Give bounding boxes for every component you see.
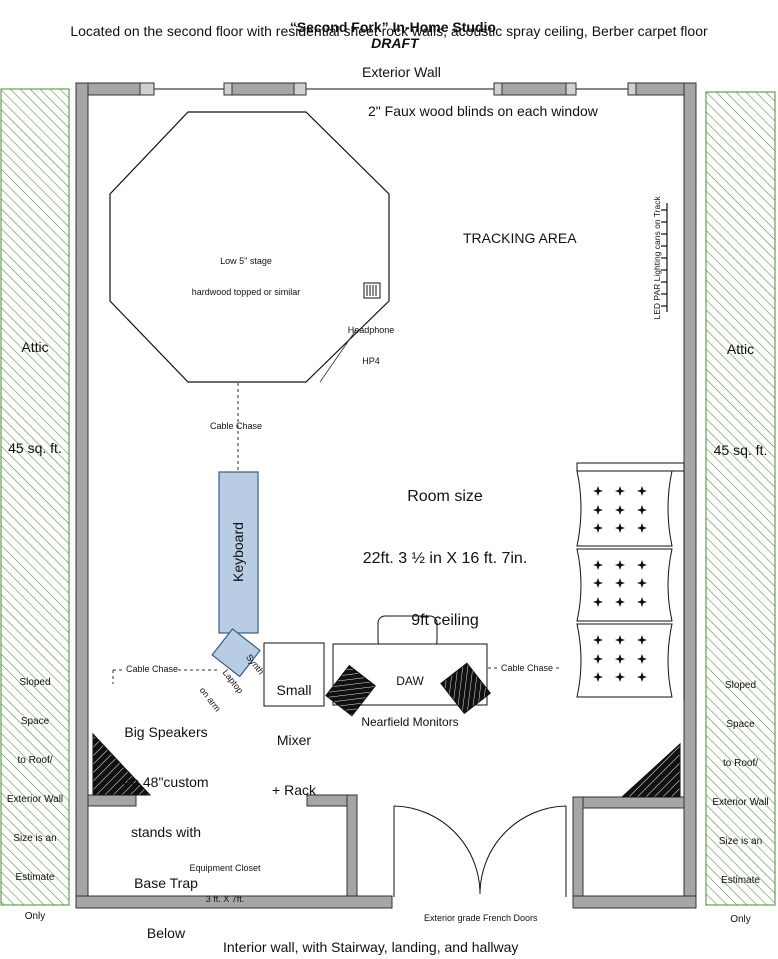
attic-left-line1: Attic: [21, 339, 49, 356]
mixer-label-line1: Small: [276, 681, 312, 698]
attic-left-line2: 45 sq. ft.: [8, 439, 62, 456]
closet-label: Equipment Closet 3 ft. X 7ft.: [150, 842, 300, 914]
led-lighting-label: LED PAR Lighting cans on Track: [652, 196, 663, 320]
headphone-label-line1: Headphone: [347, 324, 395, 335]
attic-right-line2: 45 sq. ft.: [713, 441, 768, 458]
monitor-right: [440, 662, 492, 715]
sloped-right-label: Sloped Space to Roof/ Exterior Wall Size…: [706, 653, 775, 939]
sloped-left-line: Estimate: [15, 872, 55, 883]
sloped-left-line: Only: [24, 911, 46, 922]
cable-chase-label-left: Cable Chase: [126, 664, 179, 674]
attic-right-line1: Attic: [726, 341, 755, 358]
stage-label: Low 5" stage hardwood topped or similar: [160, 235, 332, 307]
tracking-area-label: TRACKING AREA: [463, 230, 577, 246]
french-doors-label: Exterior grade French Doors: [424, 913, 538, 923]
sloped-left-line: Space: [20, 716, 50, 727]
attic-right-panel: [705, 91, 776, 906]
sloped-right-line: Exterior Wall: [712, 797, 769, 808]
sloped-right-line: Sloped: [724, 680, 757, 691]
attic-left-label: Attic 45 sq. ft.: [1, 264, 69, 499]
page-subtitle: Located on the second floor with residen…: [70, 23, 708, 39]
room-walls: [75, 82, 697, 909]
daw-label-line2: Nearfield Monitors: [361, 714, 459, 729]
attic-left-panel: [0, 88, 70, 906]
speakers-label-line4: Base Trap: [134, 874, 198, 891]
page-title: “Second Fork” In-Home Studio DRAFT: [0, 3, 778, 51]
sloped-right-line: Size is an: [718, 836, 763, 847]
speakers-label-line3: stands with: [130, 824, 202, 841]
led-light-track: [661, 203, 668, 312]
room-size-label: Room size 22ft. 3 ½ in X 16 ft. 7in. 9ft…: [330, 445, 560, 653]
sloped-left-line: to Roof/: [17, 755, 53, 766]
synth-laptop-rect: [211, 628, 261, 678]
exterior-windows: [139, 82, 637, 96]
room-size-line3: 9ft ceiling: [411, 612, 479, 630]
mixer-label: Small Mixer + Rack: [264, 648, 324, 816]
speakers-label-line2: on 48"custom: [123, 773, 209, 790]
acoustic-panels: [576, 462, 685, 700]
stage-label-line1: Low 5" stage: [220, 255, 272, 266]
stage-octagon: [109, 111, 390, 383]
cable-chase-label-top: Cable Chase: [210, 421, 263, 431]
mixer-label-line2: Mixer: [276, 731, 312, 748]
keyboard-rect: [218, 471, 259, 634]
sloped-right-line: to Roof/: [722, 758, 759, 769]
headphone-label: Headphone HP4: [338, 304, 404, 376]
interior-wall-label: Interior wall, with Stairway, landing, a…: [223, 939, 519, 955]
daw-label: DAW Nearfield Monitors: [335, 647, 485, 744]
sloped-left-line: Size is an: [13, 833, 57, 844]
bass-trap-right: [620, 742, 681, 798]
sloped-right-line: Estimate: [721, 875, 760, 886]
sloped-left-line: Exterior Wall: [6, 794, 64, 805]
blinds-label: 2" Faux wood blinds on each window: [368, 103, 598, 119]
sloped-right-line: Space: [726, 719, 755, 730]
title-draft: DRAFT: [371, 35, 419, 52]
closet-label-line2: 3 ft. X 7ft.: [205, 893, 245, 904]
keyboard-label: Keyboard: [229, 522, 246, 583]
speakers-label: Big Speakers on 48"custom stands with Ba…: [104, 690, 228, 959]
mixer-box: [263, 642, 325, 707]
speakers-label-line5: Below: [146, 925, 186, 942]
attic-right-label: Attic 45 sq. ft.: [706, 266, 775, 501]
cable-chase-label-right: Cable Chase: [501, 663, 554, 673]
sloped-left-label: Sloped Space to Roof/ Exterior Wall Size…: [1, 650, 69, 936]
headphone-label-line2: HP4: [362, 355, 380, 366]
headphone-amp-icon: [363, 282, 381, 299]
speakers-label-line1: Big Speakers: [124, 723, 208, 740]
closet-label-line1: Equipment Closet: [189, 862, 261, 873]
mixer-label-line3: + Rack: [272, 782, 316, 799]
room-size-line2: 22ft. 3 ½ in X 16 ft. 7in.: [362, 549, 528, 567]
title-main: “Second Fork” In-Home Studio: [289, 19, 496, 36]
exterior-wall-label: Exterior Wall: [362, 64, 441, 80]
stage-label-line2: hardwood topped or similar: [191, 286, 301, 297]
sloped-right-line: Only: [730, 914, 751, 925]
french-doors: [393, 805, 567, 897]
monitor-left: [325, 664, 377, 717]
sloped-left-line: Sloped: [19, 677, 51, 688]
bass-trap-left: [92, 732, 152, 796]
daw-label-line1: DAW: [396, 673, 424, 688]
room-size-line1: Room size: [407, 487, 483, 505]
